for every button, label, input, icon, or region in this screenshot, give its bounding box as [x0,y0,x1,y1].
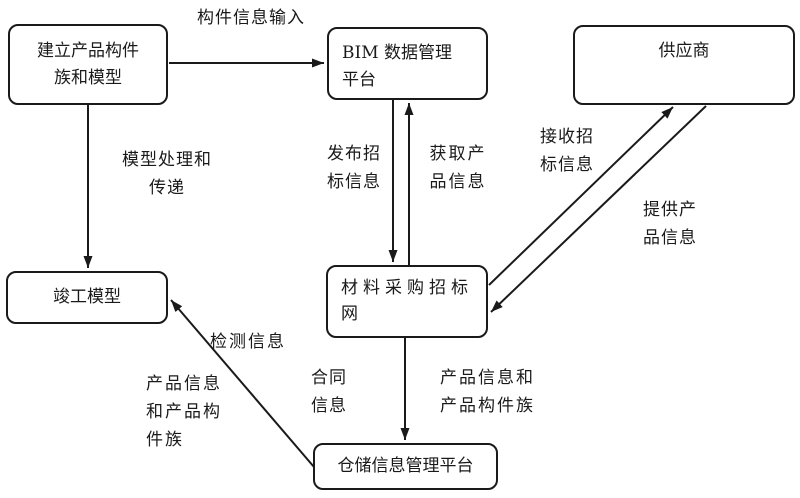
node-label: 仓储信息管理平台 [337,456,474,476]
node-material-procurement-bidding-site: 材料采购招标 网 [326,265,488,338]
edge-label-model-process-transfer: 模型处理和 传递 [122,150,212,198]
edge-label-receive-bid-info: 接收招 标信息 [540,127,594,175]
edge-label-component-info-input: 构件信息输入 [197,8,305,28]
node-create-product-component-family-model: 建立产品构件 族和模型 [8,24,168,105]
node-label: 材料采购招标 网 [341,278,473,324]
node-label: 建立产品构件 族和模型 [37,40,139,88]
node-label: 竣工模型 [53,287,121,307]
node-label: BIM 数据管理 平台 [342,43,453,90]
edge-supplier-to-bidding [490,105,707,313]
edge-label-contract-info: 合同 信息 [311,368,347,416]
node-supplier: 供应商 [573,25,795,105]
edge-label-publish-bid-info: 发布招 标信息 [327,144,381,192]
edge-label-detection-info: 检测信息 [210,332,286,352]
node-label: 供应商 [658,41,710,61]
edge-label-obtain-product-info: 获取产 品信息 [429,144,487,192]
node-bim-data-management-platform: BIM 数据管理 平台 [327,27,488,100]
edge-label-provide-product-info: 提供产 品信息 [643,200,697,248]
edge-warehouse-to-asbuilt [170,299,315,468]
edge-bidding-to-supplier [488,106,674,286]
edge-label-product-info-and-component-family: 产品信息和 产品构件族 [440,368,535,416]
node-warehouse-info-management-platform: 仓储信息管理平台 [313,443,498,490]
node-as-built-model: 竣工模型 [6,271,168,324]
edge-label-product-info-and-component-family-left: 产品信息 和产品构 件族 [146,374,222,450]
